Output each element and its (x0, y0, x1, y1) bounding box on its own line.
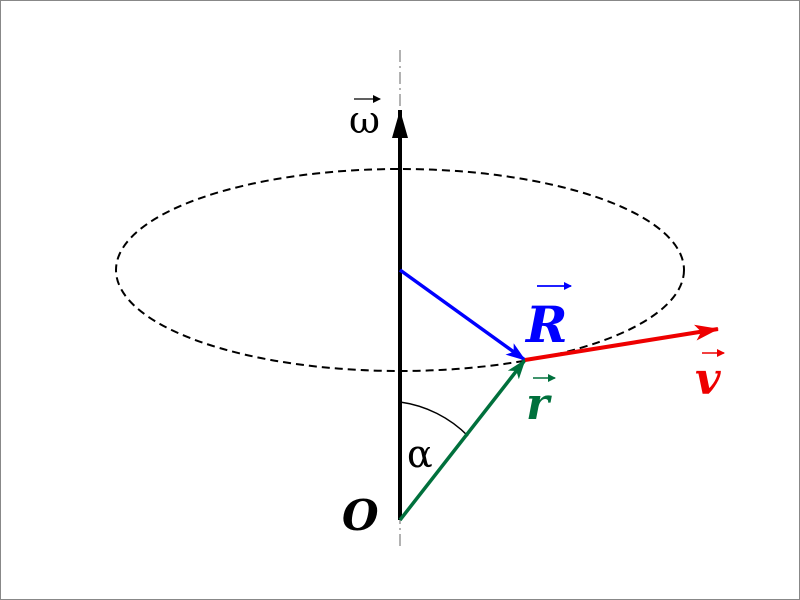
R-vector (398, 268, 527, 362)
r-vector (398, 358, 527, 522)
omega-label-group: ω (349, 95, 381, 142)
r-label: r (526, 379, 552, 430)
alpha-label: α (407, 432, 433, 476)
omega-label: ω (349, 98, 380, 142)
origin-label: O (342, 491, 379, 540)
R-label: R (524, 295, 568, 354)
omega-arrowhead (392, 110, 408, 138)
R-label-group: R (524, 282, 572, 354)
v-label: v (695, 354, 721, 405)
alpha-arc (399, 401, 469, 437)
v-vector (524, 324, 719, 362)
v-label-group: v (695, 349, 725, 405)
r-label-group: r (526, 374, 556, 430)
